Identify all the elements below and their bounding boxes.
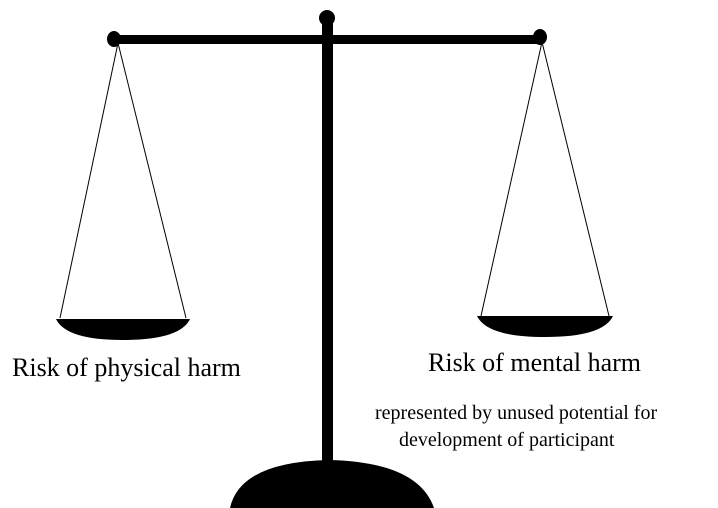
right-pan-sublabel: represented by unused potential for deve… bbox=[375, 400, 657, 454]
right-pan bbox=[477, 316, 613, 337]
left-pan-label: Risk of physical harm bbox=[12, 353, 241, 382]
left-pan-string-right bbox=[117, 42, 187, 319]
scale-pole bbox=[322, 18, 333, 468]
right-pan-string-left bbox=[480, 41, 543, 317]
scale-beam-right-end bbox=[533, 29, 547, 45]
left-pan bbox=[56, 319, 190, 340]
right-pan-string-right bbox=[541, 41, 610, 317]
right-pan-sublabel-line1: represented by unused potential for bbox=[375, 402, 658, 424]
right-pan-sublabel-line2: development of participant bbox=[399, 429, 615, 451]
right-pan-label: Risk of mental harm bbox=[428, 348, 642, 377]
scale-base bbox=[230, 460, 434, 508]
left-pan-string-left bbox=[59, 42, 119, 319]
scale-beam bbox=[112, 35, 542, 44]
